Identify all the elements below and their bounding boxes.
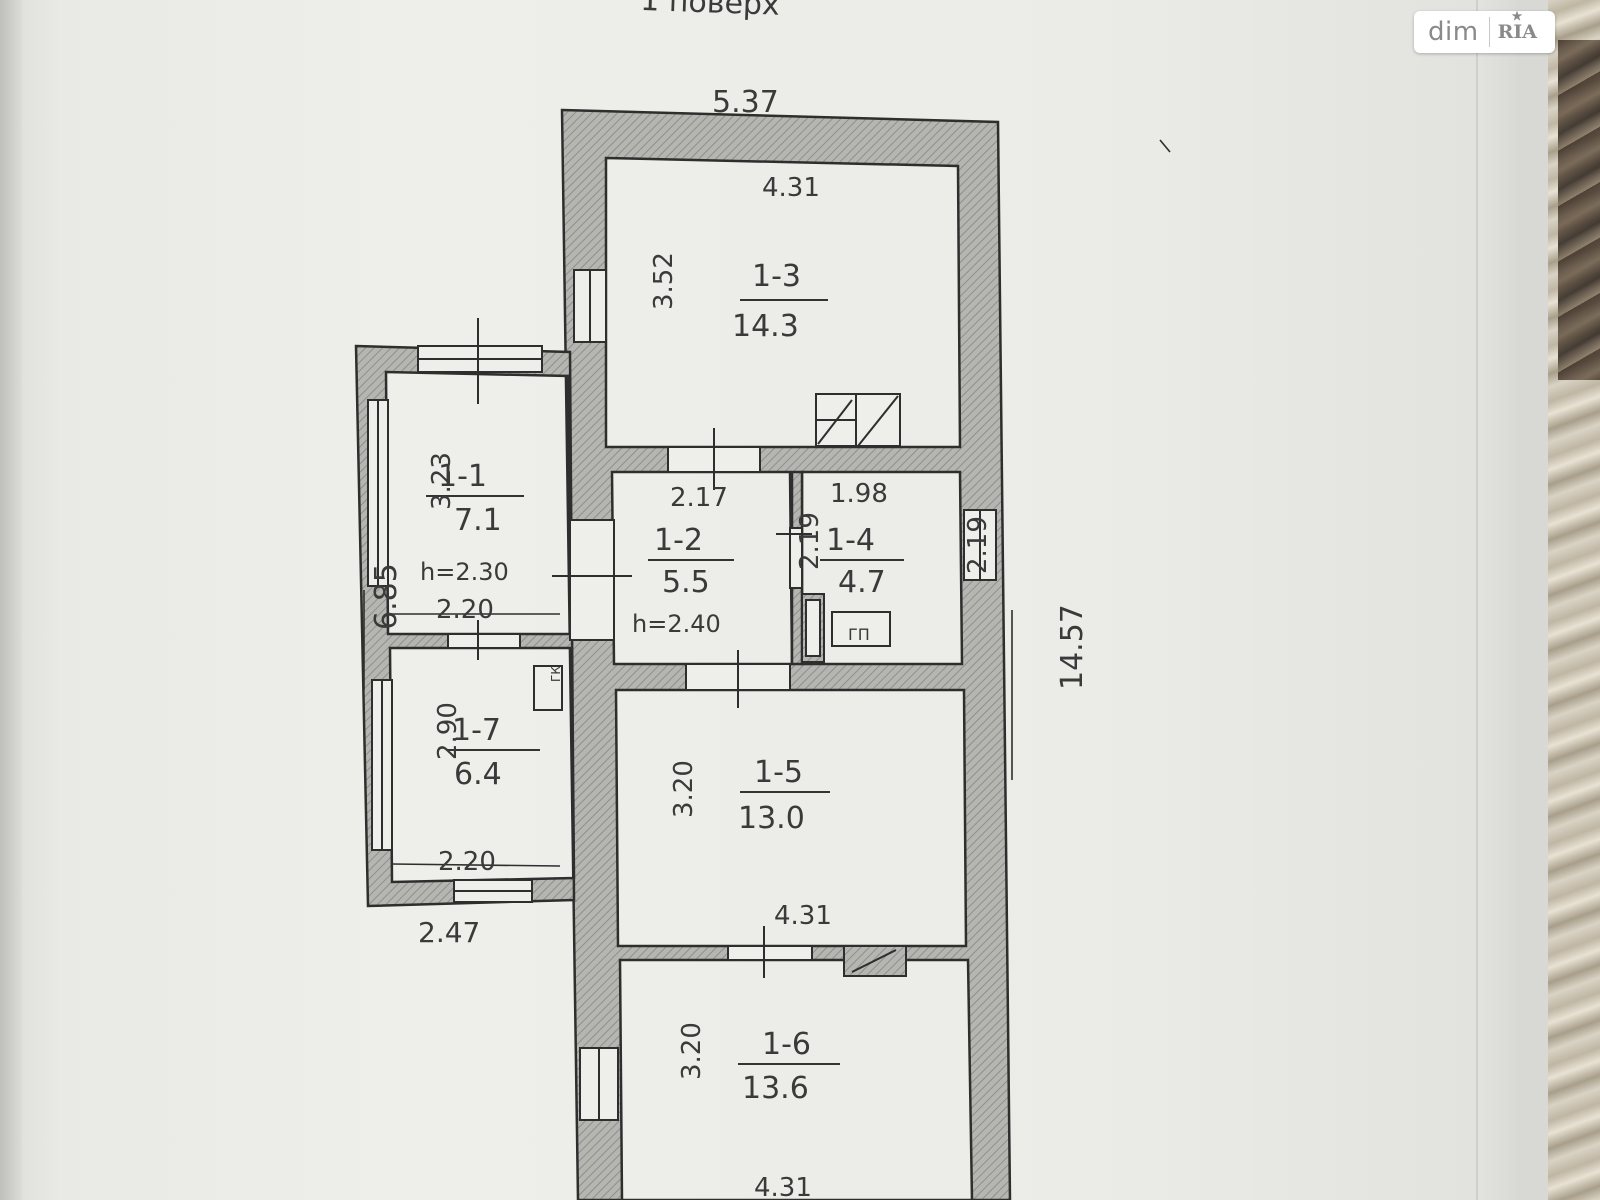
svg-text:14.3: 14.3 [732,309,799,344]
logo-ria-text: RIA [1497,21,1537,43]
dim-1-1-depth: 3.23 [427,452,457,510]
svg-text:6.4: 6.4 [454,757,502,792]
svg-text:5.5: 5.5 [662,565,710,600]
room-1-3-label: 1-3 14.3 [732,259,828,344]
room-1-4-label: 1-4 4.7 [820,523,904,600]
dimension-labels: 5.37 4.31 3.52 3.23 h=2.30 2.20 6.85 2.9… [369,85,1090,1200]
dim-1-2-width: 2.17 [670,483,728,513]
dim-1-3-depth: 3.52 [649,252,679,310]
svg-text:13.6: 13.6 [742,1071,809,1106]
room-1-6-label: 1-6 13.6 [738,1027,840,1106]
room-1-2-label: 1-2 5.5 [648,523,734,600]
dim-1-4-width: 1.98 [830,479,888,509]
svg-text:1-4: 1-4 [826,523,875,558]
carpet-pattern [1558,40,1600,380]
logo-ria: RIA ★ [1497,9,1537,43]
svg-text:1-6: 1-6 [762,1027,811,1062]
dim-1-7-depth: 2.90 [433,702,463,760]
fixtures-1-4: ГП [801,593,891,663]
svg-text:1-5: 1-5 [754,755,803,790]
dim-total-width: 5.37 [712,85,779,120]
binder-shadow [0,0,22,1200]
dim-1-4-depth: 2.19 [963,516,993,574]
logo-divider [1488,17,1490,47]
dim-annex-width: 2.47 [418,916,480,949]
page-edge [1476,0,1478,1200]
room-labels: 1-3 14.3 1-1 7.1 1-2 5.5 1-4 4.7 [426,259,904,1106]
logo-brand: dim [1428,17,1479,47]
svg-text:1-2: 1-2 [654,523,703,558]
svg-text:4.7: 4.7 [838,565,886,600]
fixture-1-7: ГК [533,665,563,711]
dim-1-3-width: 4.31 [762,173,820,203]
svg-text:1-3: 1-3 [752,259,801,294]
boiler-label: ГК [549,666,563,682]
windows [367,269,997,1121]
svg-text:1-7: 1-7 [452,713,501,748]
star-icon: ★ [1511,9,1523,23]
dim-total-length: 14.57 [1055,604,1090,690]
room-1-7-label: 1-7 6.4 [446,713,540,792]
room-1-5-label: 1-5 13.0 [738,755,830,836]
height-1-1: h=2.30 [420,558,509,586]
room-1-1-label: 1-1 7.1 [426,459,524,538]
dim-annex-length: 6.85 [369,563,404,630]
floor-header: 1 поверх [640,0,781,23]
dim-1-6-width: 4.31 [754,1173,812,1200]
dim-1-5-depth: 3.20 [669,760,699,818]
cooker-label: ГП [848,625,870,644]
hatch-1-5 [843,945,907,977]
svg-text:7.1: 7.1 [454,503,502,538]
dim-1-5-width: 4.31 [774,901,832,931]
svg-text:1-1: 1-1 [438,459,487,494]
svg-text:13.0: 13.0 [738,801,805,836]
dim-1-1-width: 2.20 [436,595,494,625]
stove-1-3 [815,393,901,447]
dimension-lines [363,139,1171,867]
height-1-2: h=2.40 [632,610,721,638]
door-openings [447,428,813,978]
dim-1-7-width: 2.20 [438,847,496,877]
dim-ria-logo[interactable]: dim RIA ★ [1414,9,1555,53]
dim-1-6-depth: 3.20 [677,1022,707,1080]
dim-1-2-depth: 2.19 [795,512,825,570]
